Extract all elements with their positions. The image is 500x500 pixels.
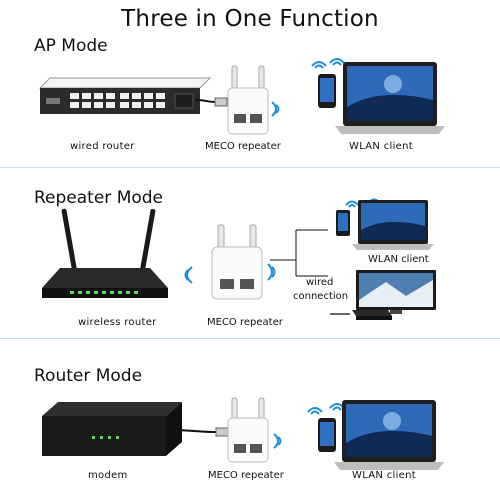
laptop-icon — [352, 200, 434, 250]
wifi-icon — [329, 58, 345, 66]
laptop-icon — [335, 62, 445, 134]
wifi-icon — [184, 266, 193, 284]
set-top-box-icon — [330, 310, 392, 320]
wifi-icon — [311, 61, 327, 69]
ap-client-label: WLAN client — [349, 141, 413, 152]
router-mode-client-label: WLAN client — [352, 470, 416, 481]
repeater-icon — [211, 224, 263, 300]
cable-icon — [194, 97, 228, 107]
modem-icon — [42, 402, 182, 456]
laptop-icon — [334, 400, 444, 470]
wireless-router-label: wireless router — [78, 317, 157, 328]
tv-icon — [356, 270, 436, 314]
connection-label: connection — [293, 291, 349, 302]
ap-mode-title: AP Mode — [34, 36, 108, 56]
wired-label: wired — [306, 277, 334, 288]
router-mode-title: Router Mode — [34, 366, 143, 386]
section-divider — [0, 338, 500, 339]
phone-icon — [336, 210, 350, 236]
repeater-client-label: WLAN client — [368, 254, 429, 265]
page-title: Three in One Function — [121, 6, 379, 32]
wired-router-label: wired router — [70, 141, 135, 152]
phone-icon — [318, 418, 336, 452]
switch-icon — [38, 77, 212, 114]
modem-label: modem — [88, 470, 128, 481]
repeater-icon — [227, 65, 269, 135]
wifi-icon — [307, 407, 323, 415]
wifi-icon — [345, 200, 359, 208]
phone-icon — [318, 74, 336, 108]
wifi-icon — [267, 263, 276, 281]
wifi-icon — [273, 433, 282, 449]
connection-lines — [270, 229, 328, 277]
repeater-icon — [227, 397, 269, 463]
ap-repeater-label: MECO repeater — [205, 141, 281, 152]
router-mode-repeater-label: MECO repeater — [208, 470, 284, 481]
repeater-mode-repeater-label: MECO repeater — [207, 317, 283, 328]
repeater-mode-title: Repeater Mode — [34, 188, 164, 208]
section-divider — [0, 167, 500, 168]
wifi-icon — [271, 101, 280, 117]
wireless-router-icon — [42, 208, 168, 298]
